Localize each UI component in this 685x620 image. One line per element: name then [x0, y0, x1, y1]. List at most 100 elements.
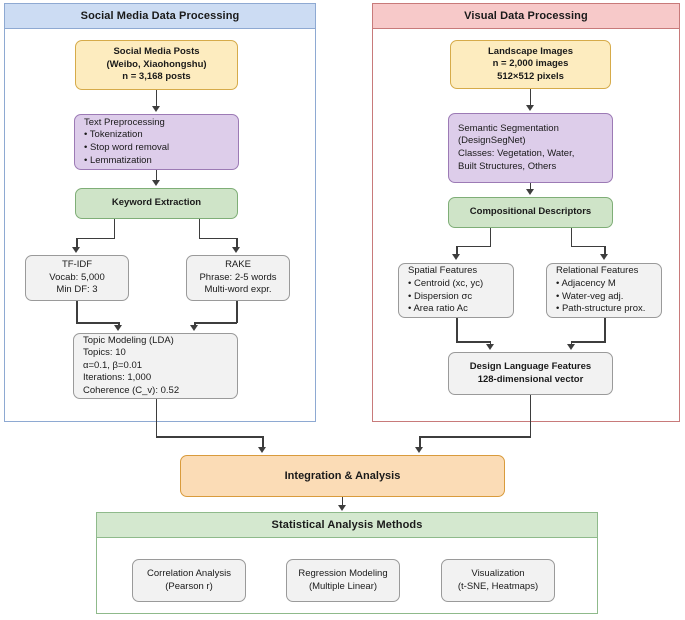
topic-line4: Iterations: 1,000 — [83, 372, 152, 384]
visualization-line1: Visualization — [471, 567, 525, 579]
edge-keyword-split-left-across — [76, 237, 115, 239]
edge-compositional-split-right-across — [570, 245, 606, 247]
regression-line1: Regression Modeling — [298, 567, 388, 579]
social-posts-line2: (Weibo, Xiaohongshu) — [106, 58, 207, 70]
spatial-line2: • Centroid (xc, yc) — [408, 277, 484, 289]
social-posts-line1: Social Media Posts — [113, 46, 200, 58]
relational-line2: • Adjacency M — [556, 277, 616, 289]
semseg-line3: Classes: Vegetation, Water, — [458, 148, 575, 159]
relational-line3: • Water-veg adj. — [556, 290, 624, 302]
text-prep-line1: Text Preprocessing — [84, 116, 165, 128]
edge-posts-to-textprep — [155, 90, 157, 107]
text-prep-line3: • Stop word removal — [84, 142, 170, 153]
arrowhead-keyword-to-rake — [232, 247, 241, 253]
node-landscape-images[interactable]: Landscape Images n = 2,000 images 512×51… — [450, 40, 611, 89]
node-keyword-extraction[interactable]: Keyword Extraction — [75, 188, 238, 219]
edge-topic-across — [155, 436, 264, 438]
tfidf-line3: Min DF: 3 — [56, 284, 98, 296]
edge-spatial-across — [456, 341, 491, 343]
edge-keyword-to-tfidf — [76, 237, 78, 249]
edge-topic-to-integration — [262, 436, 264, 448]
rake-line2: Phrase: 2-5 words — [199, 271, 277, 283]
arrowhead-integration-to-stats — [337, 505, 346, 511]
keyword-extraction-label: Keyword Extraction — [111, 197, 202, 209]
edge-topic-down — [155, 399, 157, 437]
arrowhead-posts-to-textprep — [151, 106, 160, 112]
edge-design-to-integration — [419, 436, 421, 448]
node-text-preprocessing[interactable]: Text Preprocessing • Tokenization • Stop… — [74, 114, 239, 170]
node-topic-modeling[interactable]: Topic Modeling (LDA) Topics: 10 α=0.1, β… — [73, 333, 238, 399]
spatial-line3: • Dispersion σc — [408, 290, 473, 302]
topic-line3: α=0.1, β=0.01 — [83, 359, 143, 371]
edge-keyword-split-right-down — [198, 219, 200, 238]
node-regression-modeling[interactable]: Regression Modeling (Multiple Linear) — [286, 559, 400, 602]
edge-keyword-split-right-across — [198, 237, 238, 239]
node-integration-and-analysis[interactable]: Integration & Analysis — [180, 455, 505, 497]
arrowhead-design-to-integration — [415, 447, 424, 453]
arrowhead-spatial-to-design — [485, 344, 494, 350]
arrowhead-topic-to-integration — [258, 447, 267, 453]
edge-integration-to-stats — [341, 497, 343, 506]
semseg-line1: Semantic Segmentation — [458, 122, 559, 134]
arrowhead-textprep-to-keyword — [151, 180, 160, 186]
correlation-line1: Correlation Analysis — [147, 567, 231, 579]
node-visualization[interactable]: Visualization (t-SNE, Heatmaps) — [441, 559, 555, 602]
edge-compositional-to-relational — [604, 245, 606, 256]
edge-rake-across — [194, 322, 237, 324]
edge-design-across — [419, 436, 531, 438]
edge-tfidf-down — [76, 301, 78, 323]
edge-relational-across — [570, 341, 606, 343]
arrowhead-tfidf-to-topic — [114, 325, 123, 331]
panel-social-title: Social Media Data Processing — [5, 4, 315, 29]
node-social-media-posts[interactable]: Social Media Posts (Weibo, Xiaohongshu) … — [75, 40, 238, 90]
edge-compositional-to-spatial — [456, 245, 458, 256]
node-spatial-features[interactable]: Spatial Features • Centroid (xc, yc) • D… — [398, 263, 514, 318]
edge-design-down — [529, 395, 531, 437]
edge-rake-down — [236, 301, 238, 323]
edge-relational-to-design — [570, 341, 572, 345]
relational-line1: Relational Features — [556, 265, 639, 277]
edge-compositional-split-left-down — [489, 228, 491, 246]
edge-textprep-to-keyword — [155, 170, 157, 181]
node-semantic-segmentation[interactable]: Semantic Segmentation (DesignSegNet) Cla… — [448, 113, 613, 183]
edge-compositional-split-left-across — [456, 245, 491, 247]
node-tfidf[interactable]: TF-IDF Vocab: 5,000 Min DF: 3 — [25, 255, 129, 301]
node-rake[interactable]: RAKE Phrase: 2-5 words Multi-word expr. — [186, 255, 290, 301]
edge-landscape-to-semseg — [529, 89, 531, 106]
arrowhead-semseg-to-compositional — [525, 189, 534, 195]
visualization-line2: (t-SNE, Heatmaps) — [457, 580, 539, 592]
arrowhead-keyword-to-tfidf — [72, 247, 81, 253]
social-posts-line3: n = 3,168 posts — [122, 71, 191, 83]
rake-line1: RAKE — [225, 259, 251, 271]
node-design-language-features[interactable]: Design Language Features 128-dimensional… — [448, 352, 613, 395]
arrowhead-compositional-to-relational — [600, 254, 609, 260]
correlation-line2: (Pearson r) — [165, 580, 213, 592]
landscape-line1: Landscape Images — [487, 45, 573, 57]
tfidf-line2: Vocab: 5,000 — [49, 271, 105, 283]
panel-visual-title: Visual Data Processing — [373, 4, 679, 29]
landscape-line2: n = 2,000 images — [492, 58, 569, 70]
text-prep-line4: • Lemmatization — [84, 154, 152, 166]
edge-keyword-split-left-down — [113, 219, 115, 238]
panel-stats-title: Statistical Analysis Methods — [97, 513, 597, 538]
edge-tfidf-to-topic — [118, 322, 120, 326]
integration-label: Integration & Analysis — [284, 469, 401, 482]
edge-spatial-to-design — [489, 341, 491, 345]
design-lang-line1: Design Language Features — [469, 360, 592, 372]
spatial-line4: • Area ratio Ac — [408, 303, 468, 315]
node-relational-features[interactable]: Relational Features • Adjacency M • Wate… — [546, 263, 662, 318]
topic-line1: Topic Modeling (LDA) — [83, 334, 174, 346]
arrowhead-relational-to-design — [566, 344, 575, 350]
tfidf-line1: TF-IDF — [61, 259, 93, 271]
arrowhead-landscape-to-semseg — [525, 105, 534, 111]
edge-semseg-to-compositional — [529, 183, 531, 190]
edge-spatial-down — [456, 318, 458, 342]
node-correlation-analysis[interactable]: Correlation Analysis (Pearson r) — [132, 559, 246, 602]
node-compositional-descriptors[interactable]: Compositional Descriptors — [448, 197, 613, 228]
semseg-line2: (DesignSegNet) — [458, 135, 526, 147]
text-prep-line2: • Tokenization — [84, 129, 143, 141]
compositional-label: Compositional Descriptors — [469, 206, 592, 218]
topic-line5: Coherence (C_v): 0.52 — [83, 384, 180, 396]
relational-line4: • Path-structure prox. — [556, 303, 646, 315]
